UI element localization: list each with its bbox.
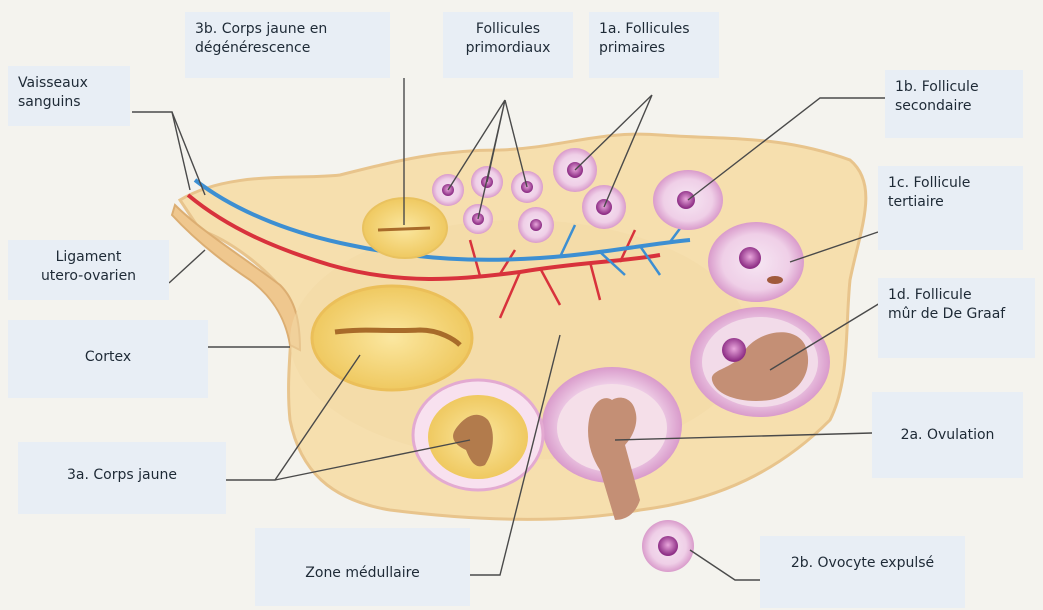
label-follicule-tertiaire: 1c. Follicule tertiaire (878, 166, 1023, 250)
label-ovocyte-expulse: 2b. Ovocyte expulsé (760, 536, 965, 608)
expelled-oocyte (642, 520, 694, 572)
label-follicule-de-graaf: 1d. Follicule mûr de De Graaf (878, 278, 1035, 358)
label-follicules-primordiaux: Follicules primordiaux (443, 12, 573, 78)
label-zone-medullaire: Zone médullaire (255, 528, 470, 606)
label-follicules-primaires: 1a. Follicules primaires (589, 12, 719, 78)
tertiary-follicle (708, 222, 804, 302)
label-corps-jaune: 3a. Corps jaune (18, 442, 226, 514)
label-vaisseaux-sanguins: Vaisseaux sanguins (8, 66, 130, 126)
corpus-luteum-cavity (413, 380, 543, 490)
corpus-luteum-degenerating-scar (378, 228, 430, 230)
label-corps-jaune-degenerescence: 3b. Corps jaune en dégénérescence (185, 12, 390, 78)
label-cortex: Cortex (8, 320, 208, 398)
corpus-luteum (312, 286, 472, 390)
graafian-follicle (690, 307, 830, 417)
label-ovulation: 2a. Ovulation (872, 392, 1023, 478)
label-follicule-secondaire: 1b. Follicule secondaire (885, 70, 1023, 138)
label-ligament-utero-ovarien: Ligament utero-ovarien (8, 240, 169, 300)
